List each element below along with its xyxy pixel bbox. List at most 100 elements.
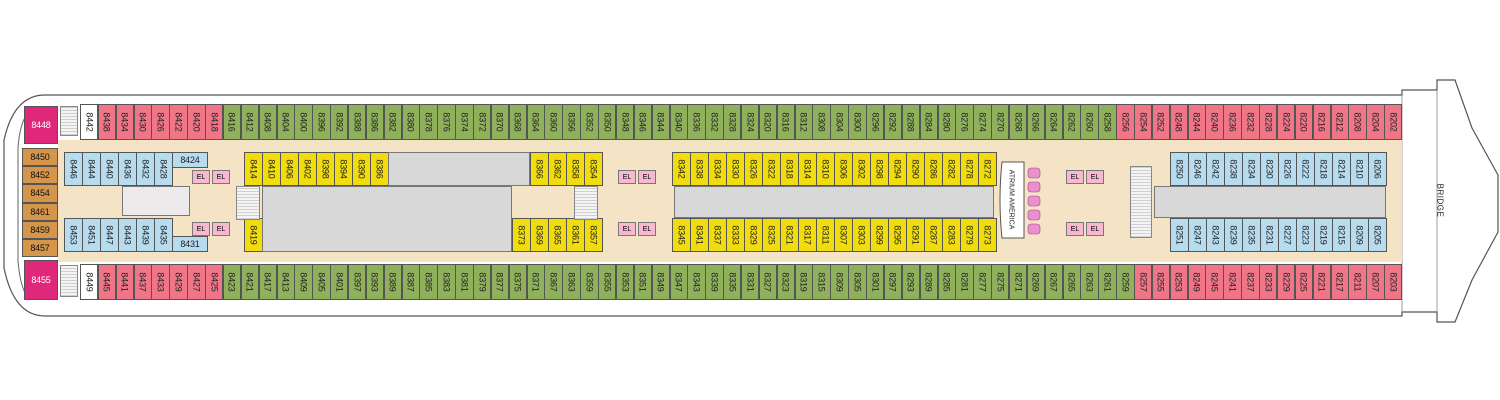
cabin-8320[interactable]: 8320 <box>758 104 778 140</box>
cabin-8369[interactable]: 8369 <box>530 218 549 252</box>
cabin-8365[interactable]: 8365 <box>548 218 567 252</box>
cabin-8421[interactable]: 8421 <box>240 264 260 300</box>
cabin-8461[interactable]: 8461 <box>22 202 58 221</box>
cabin-8404[interactable]: 8404 <box>276 104 295 140</box>
cabin-8386[interactable]: 8386 <box>365 104 385 140</box>
cabin-8335[interactable]: 8335 <box>723 264 742 300</box>
cabin-8244[interactable]: 8244 <box>1187 104 1206 140</box>
cabin-8401[interactable]: 8401 <box>330 264 349 300</box>
cabin-8418[interactable]: 8418 <box>205 104 224 140</box>
cabin-8370[interactable]: 8370 <box>490 104 510 140</box>
cabin-8243[interactable]: 8243 <box>1206 218 1225 252</box>
cabin-8434[interactable]: 8434 <box>115 104 135 140</box>
cabin-8376[interactable]: 8376 <box>437 104 456 140</box>
cabin-8405[interactable]: 8405 <box>312 264 331 300</box>
cabin-8425[interactable]: 8425 <box>205 264 224 300</box>
cabin-8302[interactable]: 8302 <box>852 152 871 186</box>
cabin-8450[interactable]: 8450 <box>22 148 58 167</box>
cabin-8340[interactable]: 8340 <box>669 104 688 140</box>
cabin-8378[interactable]: 8378 <box>419 104 438 140</box>
cabin-8337[interactable]: 8337 <box>708 218 727 252</box>
cabin-8239[interactable]: 8239 <box>1224 218 1243 252</box>
cabin-8385[interactable]: 8385 <box>419 264 438 300</box>
cabin-8364[interactable]: 8364 <box>526 104 545 140</box>
cabin-8353[interactable]: 8353 <box>615 264 635 300</box>
cabin-8299[interactable]: 8299 <box>870 218 889 252</box>
cabin-8394[interactable]: 8394 <box>334 152 353 186</box>
cabin-8392[interactable]: 8392 <box>330 104 349 140</box>
cabin-8361[interactable]: 8361 <box>566 218 585 252</box>
cabin-8343[interactable]: 8343 <box>687 264 706 300</box>
cabin-8443[interactable]: 8443 <box>118 218 137 252</box>
cabin-8290[interactable]: 8290 <box>906 152 925 186</box>
cabin-8412[interactable]: 8412 <box>240 104 260 140</box>
cabin-8220[interactable]: 8220 <box>1294 104 1314 140</box>
cabin-8396[interactable]: 8396 <box>312 104 331 140</box>
cabin-8311[interactable]: 8311 <box>816 218 835 252</box>
cabin-8383[interactable]: 8383 <box>437 264 456 300</box>
cabin-8255[interactable]: 8255 <box>1151 264 1171 300</box>
cabin-8281[interactable]: 8281 <box>955 264 974 300</box>
cabin-8231[interactable]: 8231 <box>1260 218 1279 252</box>
cabin-8285[interactable]: 8285 <box>937 264 956 300</box>
cabin-8264[interactable]: 8264 <box>1044 104 1064 140</box>
cabin-8208[interactable]: 8208 <box>1348 104 1367 140</box>
cabin-8291[interactable]: 8291 <box>906 218 925 252</box>
cabin-8408[interactable]: 8408 <box>258 104 277 140</box>
cabin-8347[interactable]: 8347 <box>669 264 688 300</box>
cabin-8222[interactable]: 8222 <box>1296 152 1315 186</box>
cabin-8319[interactable]: 8319 <box>794 264 813 300</box>
cabin-8265[interactable]: 8265 <box>1062 264 1081 300</box>
cabin-8424[interactable]: 8424 <box>172 152 208 168</box>
cabin-8261[interactable]: 8261 <box>1098 264 1117 300</box>
cabin-8321[interactable]: 8321 <box>780 218 799 252</box>
cabin-8294[interactable]: 8294 <box>888 152 907 186</box>
cabin-8209[interactable]: 8209 <box>1350 218 1369 252</box>
cabin-8283[interactable]: 8283 <box>942 218 961 252</box>
cabin-8219[interactable]: 8219 <box>1314 218 1333 252</box>
cabin-8212[interactable]: 8212 <box>1330 104 1349 140</box>
cabin-8270[interactable]: 8270 <box>991 104 1010 140</box>
cabin-8371[interactable]: 8371 <box>526 264 545 300</box>
cabin-8387[interactable]: 8387 <box>401 264 420 300</box>
cabin-8221[interactable]: 8221 <box>1312 264 1332 300</box>
cabin-8263[interactable]: 8263 <box>1080 264 1099 300</box>
cabin-8453[interactable]: 8453 <box>64 218 83 252</box>
cabin-8309[interactable]: 8309 <box>830 264 849 300</box>
cabin-8348[interactable]: 8348 <box>615 104 635 140</box>
cabin-8217[interactable]: 8217 <box>1330 264 1349 300</box>
cabin-8336[interactable]: 8336 <box>687 104 706 140</box>
cabin-8233[interactable]: 8233 <box>1259 264 1278 300</box>
cabin-8331[interactable]: 8331 <box>741 264 760 300</box>
cabin-8289[interactable]: 8289 <box>919 264 938 300</box>
cabin-8317[interactable]: 8317 <box>798 218 817 252</box>
cabin-8257[interactable]: 8257 <box>1134 264 1153 300</box>
cabin-8446[interactable]: 8446 <box>64 152 83 186</box>
cabin-8305[interactable]: 8305 <box>848 264 867 300</box>
cabin-8250[interactable]: 8250 <box>1170 152 1189 186</box>
cabin-8338[interactable]: 8338 <box>690 152 709 186</box>
cabin-8334[interactable]: 8334 <box>708 152 727 186</box>
cabin-8251[interactable]: 8251 <box>1170 218 1189 252</box>
cabin-8440[interactable]: 8440 <box>100 152 119 186</box>
cabin-8237[interactable]: 8237 <box>1241 264 1260 300</box>
cabin-8423[interactable]: 8423 <box>222 264 242 300</box>
cabin-8272[interactable]: 8272 <box>978 152 997 186</box>
cabin-8449[interactable]: 8449 <box>80 264 99 300</box>
cabin-8427[interactable]: 8427 <box>187 264 206 300</box>
cabin-8322[interactable]: 8322 <box>762 152 781 186</box>
cabin-8288[interactable]: 8288 <box>901 104 921 140</box>
cabin-8296[interactable]: 8296 <box>866 104 885 140</box>
cabin-8326[interactable]: 8326 <box>744 152 763 186</box>
cabin-8442[interactable]: 8442 <box>80 104 99 140</box>
cabin-8236[interactable]: 8236 <box>1223 104 1242 140</box>
cabin-8452[interactable]: 8452 <box>22 166 58 185</box>
cabin-8457[interactable]: 8457 <box>22 239 58 258</box>
cabin-8437[interactable]: 8437 <box>133 264 152 300</box>
cabin-8274[interactable]: 8274 <box>973 104 992 140</box>
cabin-8306[interactable]: 8306 <box>834 152 853 186</box>
cabin-8409[interactable]: 8409 <box>294 264 313 300</box>
cabin-8441[interactable]: 8441 <box>115 264 135 300</box>
cabin-8417[interactable]: 8417 <box>258 264 277 300</box>
cabin-8307[interactable]: 8307 <box>834 218 853 252</box>
